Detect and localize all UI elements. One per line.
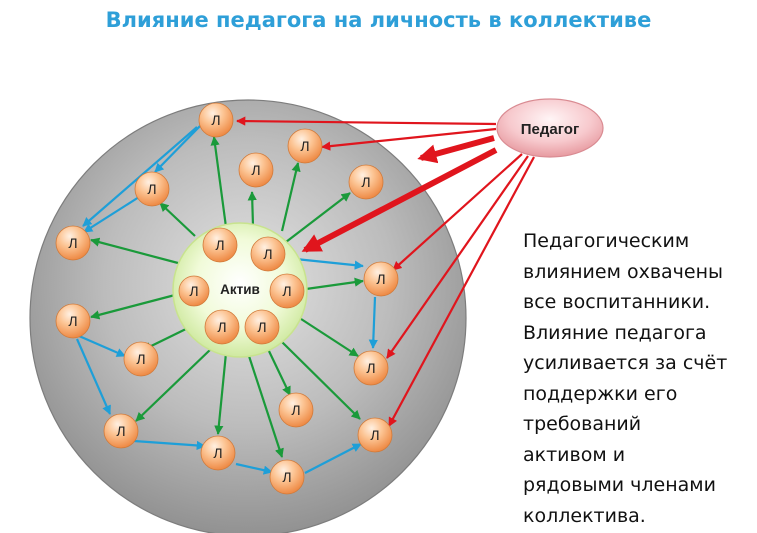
person-label: Л [189, 283, 198, 299]
person-label: Л [68, 313, 77, 329]
core-member-node: Л [250, 236, 286, 272]
core-label: Актив [220, 282, 260, 297]
description-line: требований [523, 413, 642, 435]
description-line: коллектива. [523, 504, 646, 527]
teacher-strong-arrows [301, 135, 498, 253]
person-node: Л [198, 102, 234, 138]
person-node: Л [269, 459, 305, 495]
person-label: Л [282, 283, 291, 299]
page-title: Влияние педагога на личность в коллектив… [105, 8, 652, 32]
teacher-influence-arrows [236, 116, 535, 427]
person-node: Л [103, 413, 139, 449]
person-label: Л [211, 112, 220, 128]
person-node: Л [200, 435, 236, 471]
core-member-node: Л [204, 309, 240, 345]
description-line: активом и [523, 443, 626, 466]
person-node: Л [348, 164, 384, 200]
core-member-node: Л [244, 309, 280, 345]
person-label: Л [251, 162, 260, 178]
person-node: Л [353, 350, 389, 386]
person-label: Л [217, 319, 226, 335]
person-label: Л [291, 402, 300, 418]
person-node: Л [134, 171, 170, 207]
description-line: усиливается за счёт [523, 352, 728, 374]
description-line: поддержки его [523, 382, 678, 405]
person-node: Л [357, 417, 393, 453]
description-line: Влияние педагога [523, 321, 707, 344]
description-line: влиянием охвачены [523, 260, 724, 283]
core-member-nodes: Л Л Л Л Л Л [178, 227, 305, 345]
core-member-node: Л [202, 227, 238, 263]
core-member-node: Л [178, 275, 210, 307]
person-node: Л [123, 341, 159, 377]
person-label: Л [147, 181, 156, 197]
person-label: Л [282, 469, 291, 485]
person-label: Л [300, 138, 309, 154]
person-label: Л [376, 271, 385, 287]
person-node: Л [55, 303, 91, 339]
person-node: Л [363, 261, 399, 297]
teacher-node: Педагог [496, 98, 604, 158]
description-text: Педагогическим влиянием охвачены все вос… [523, 226, 755, 531]
description-line: рядовыми членами [523, 474, 716, 496]
person-nodes: Л Л Л Л Л Л Л Л Л Л Л Л Л Л Л [55, 102, 399, 495]
person-label: Л [257, 319, 266, 335]
person-node: Л [278, 392, 314, 428]
person-label: Л [361, 174, 370, 190]
person-label: Л [136, 351, 145, 367]
person-node: Л [55, 225, 91, 261]
person-label: Л [116, 423, 125, 439]
core-member-node: Л [269, 273, 305, 309]
person-node: Л [287, 128, 323, 164]
description-line: Педагогическим [523, 230, 690, 252]
person-node: Л [238, 152, 274, 188]
person-label: Л [366, 360, 375, 376]
person-label: Л [370, 427, 379, 443]
person-label: Л [215, 237, 224, 253]
teacher-label: Педагог [521, 121, 579, 138]
person-label: Л [263, 246, 272, 262]
description-line: все воспитанники. [523, 291, 711, 313]
person-label: Л [68, 235, 77, 251]
person-label: Л [213, 445, 222, 461]
